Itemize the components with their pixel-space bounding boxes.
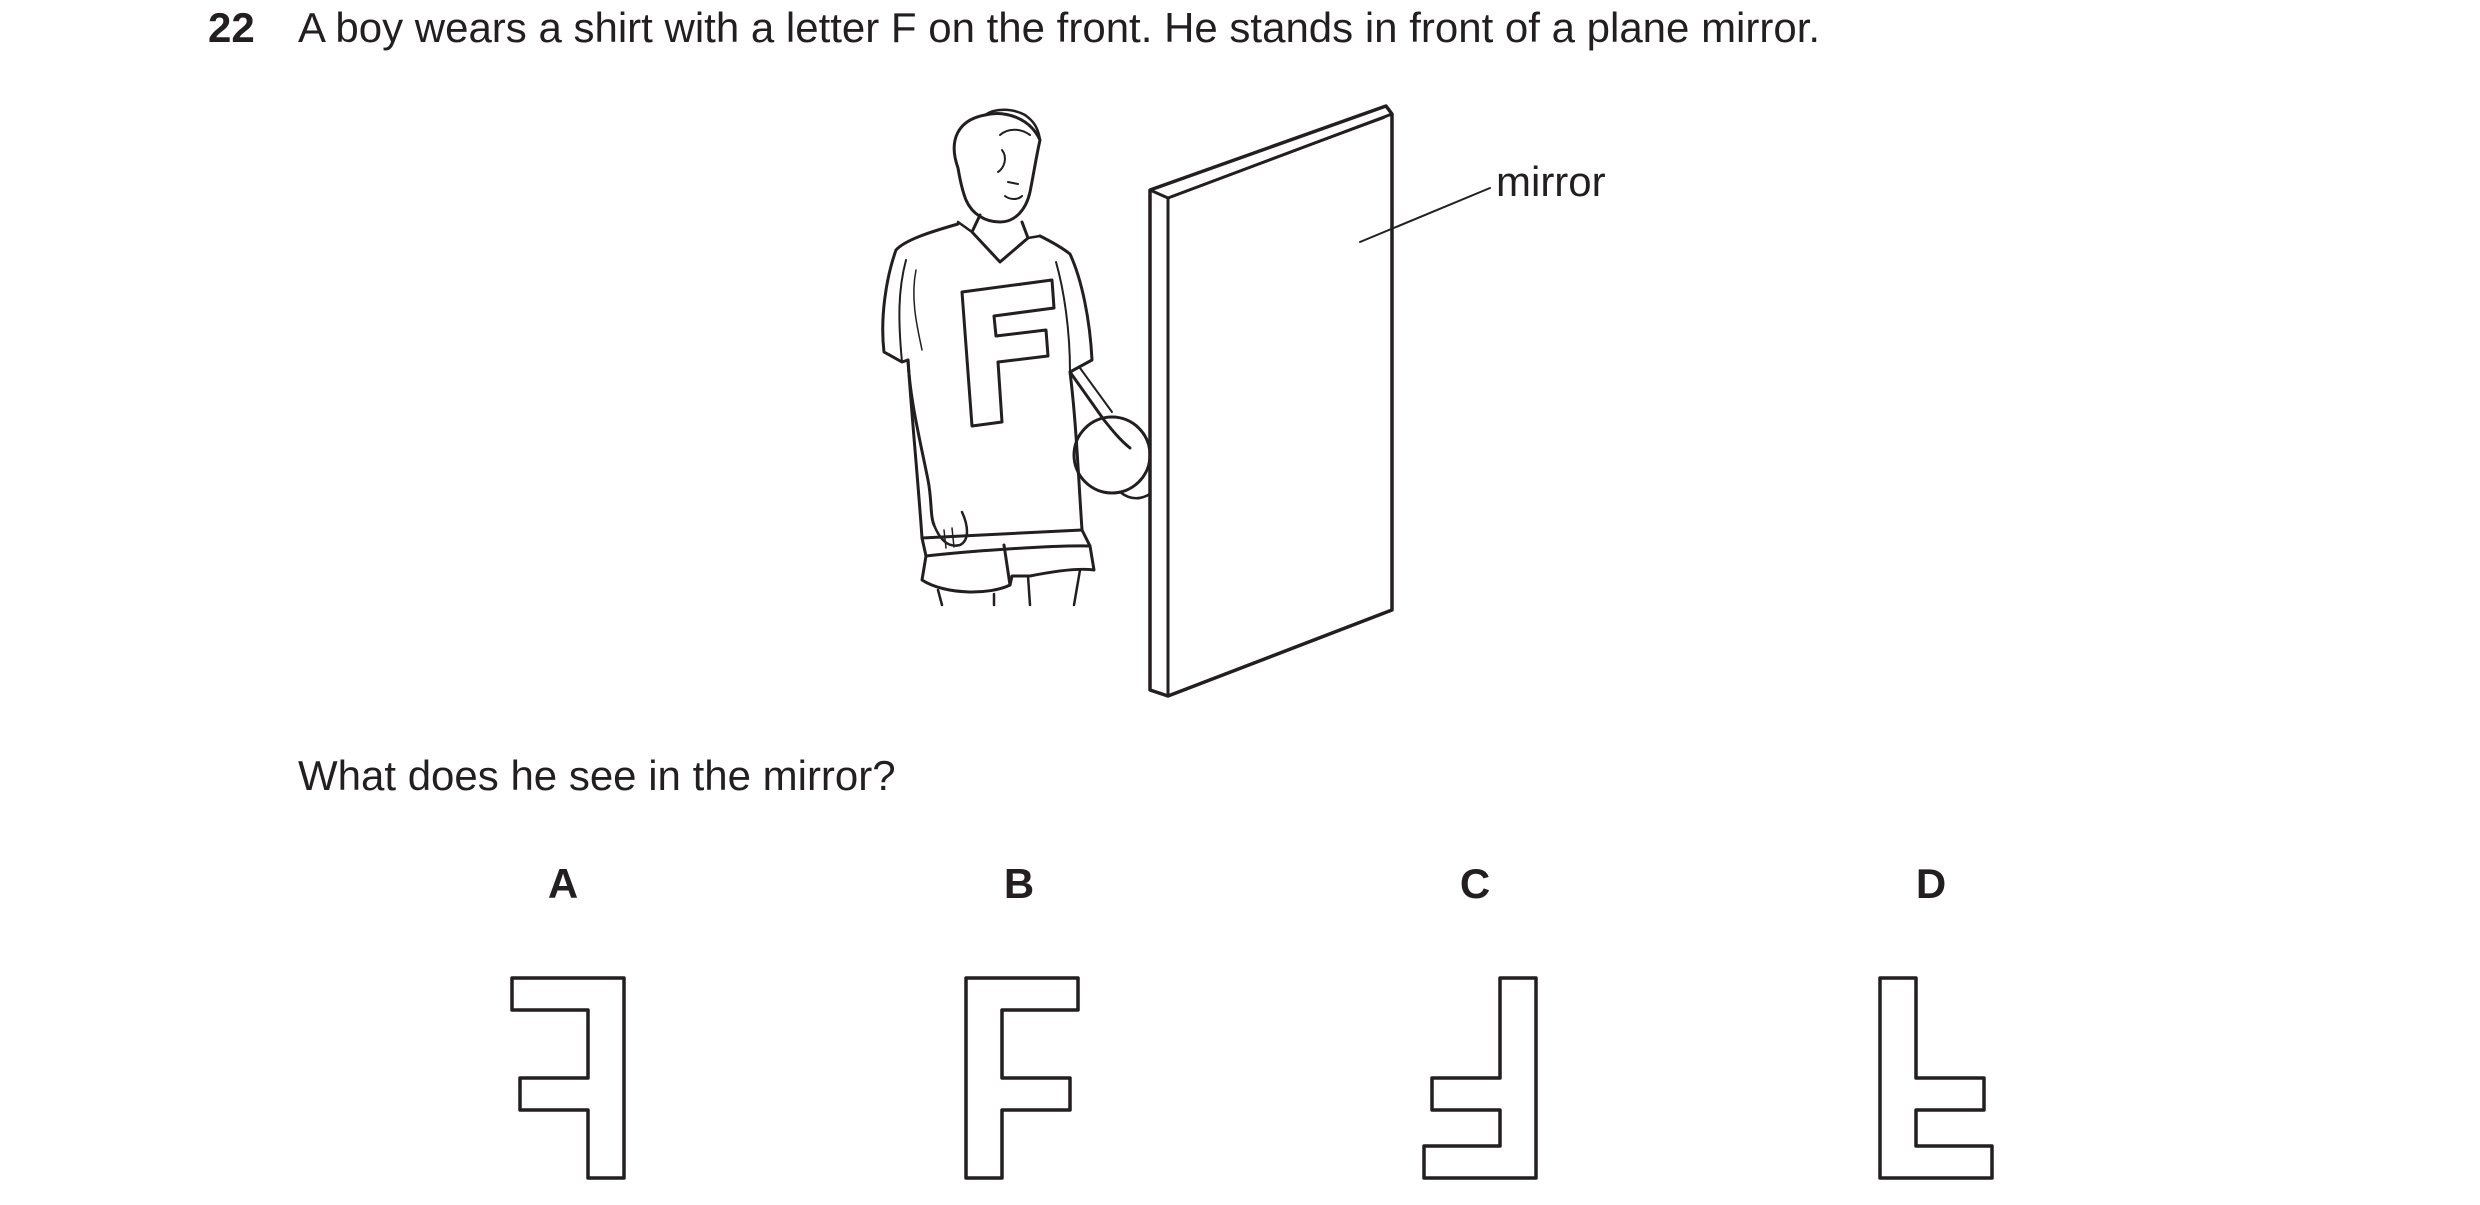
option-b-glyph[interactable]: [964, 976, 1080, 1180]
option-a-label[interactable]: A: [547, 860, 579, 907]
boy-illustration: [881, 108, 1152, 607]
boy-head: [952, 112, 1042, 224]
option-a-glyph[interactable]: [510, 976, 626, 1180]
option-b-label[interactable]: B: [1003, 860, 1035, 907]
mirror-label-leader: [1359, 187, 1491, 243]
option-d-label[interactable]: D: [1915, 860, 1947, 907]
question-number: 22: [208, 4, 255, 51]
option-c-label[interactable]: C: [1459, 860, 1491, 907]
question-text: A boy wears a shirt with a letter F on t…: [298, 4, 1821, 51]
shirt-letter-f: [960, 278, 1056, 428]
boy-shirt: [881, 222, 1094, 540]
question-prompt: What does he see in the mirror?: [298, 752, 896, 799]
option-c-glyph[interactable]: [1422, 976, 1538, 1180]
plane-mirror: [1148, 104, 1394, 698]
option-d-glyph[interactable]: [1878, 976, 1994, 1180]
mirror-label: mirror: [1496, 158, 1606, 205]
